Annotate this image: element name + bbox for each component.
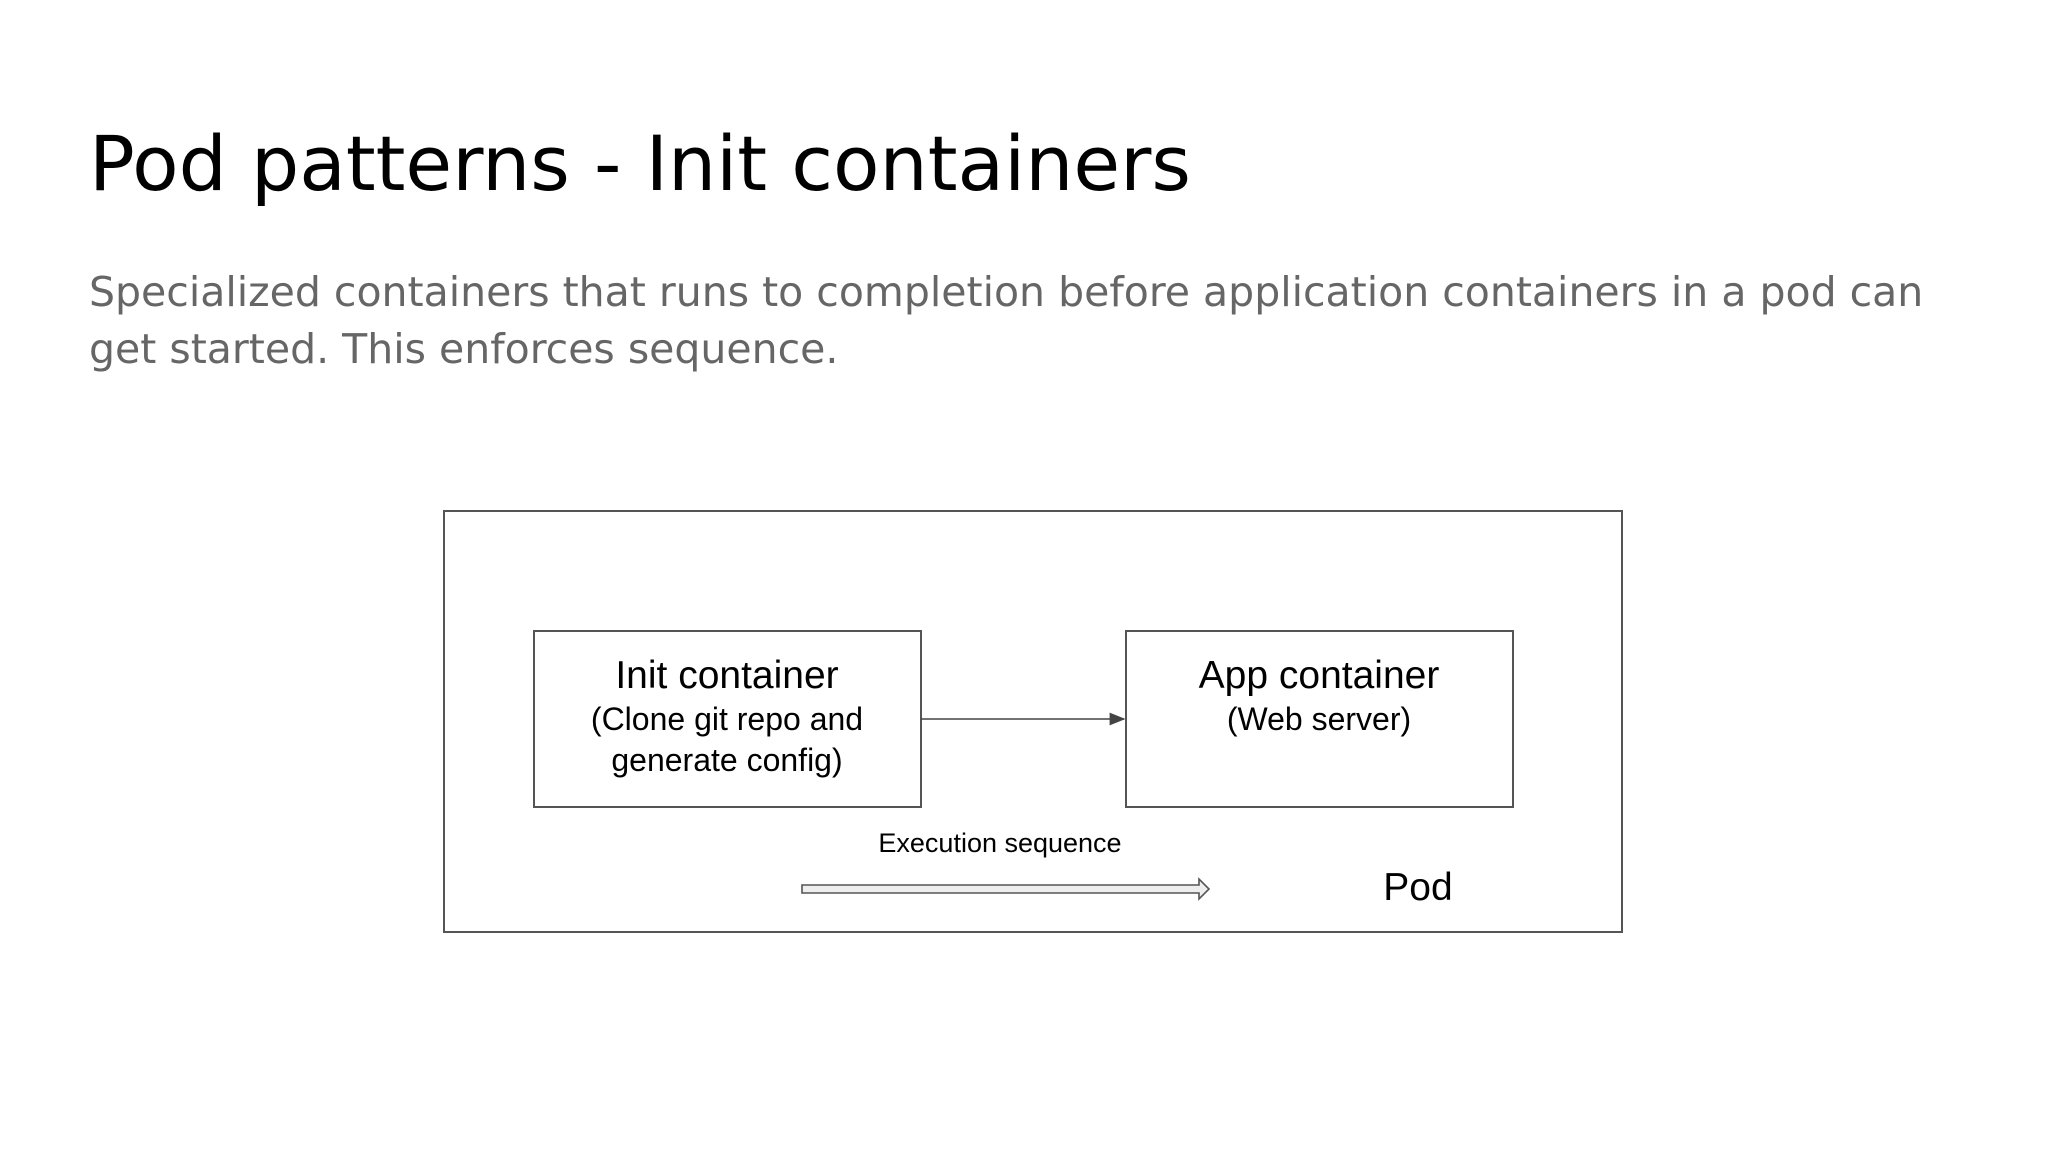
app-container-box: App container (Web server): [1125, 630, 1514, 808]
slide-subtitle: Specialized containers that runs to comp…: [89, 268, 1924, 373]
init-container-subtitle-line1: (Clone git repo and: [591, 701, 863, 737]
pod-label: Pod: [1383, 866, 1452, 909]
slide-title: Pod patterns - Init containers: [89, 119, 1191, 208]
app-container-rect: [1125, 630, 1514, 808]
execution-sequence-label: Execution sequence: [878, 828, 1121, 858]
init-container-title: Init container: [615, 654, 838, 697]
app-container-title: App container: [1199, 654, 1440, 697]
init-container-subtitle-line2: generate config): [611, 742, 842, 778]
pod-box: [443, 510, 1623, 933]
app-container-subtitle-line1: (Web server): [1227, 701, 1411, 737]
init-container-box: Init container (Clone git repo and gener…: [533, 630, 922, 808]
execution-sequence-arrow: [801, 877, 1211, 901]
